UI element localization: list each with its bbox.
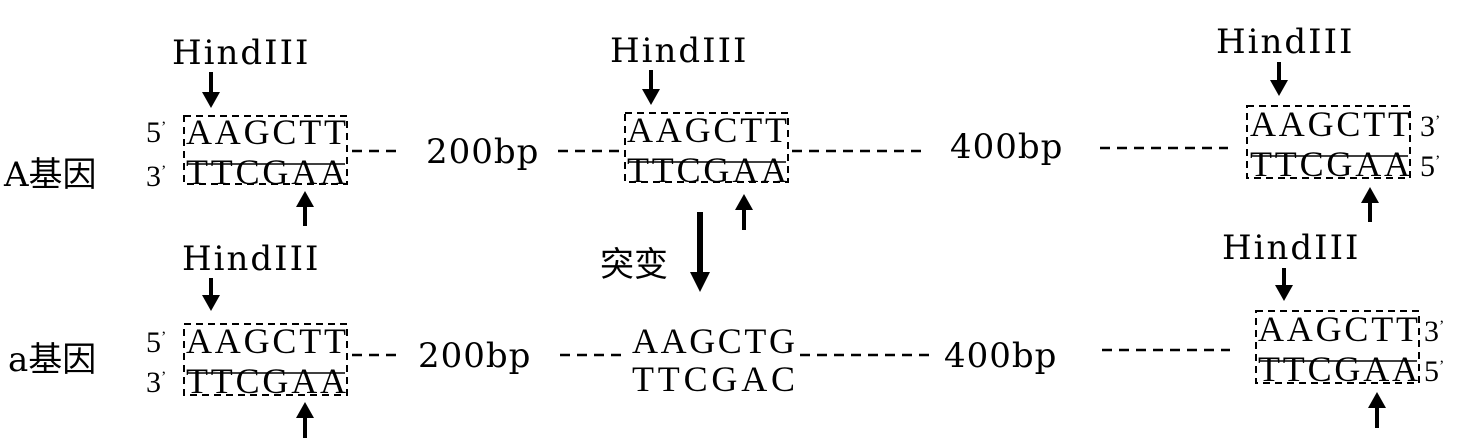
- enzyme-label: HindIII: [1222, 228, 1360, 268]
- mutated-site: AAGCTG TTCGAC: [632, 321, 795, 399]
- spacer-label-200bp: 200bp: [426, 132, 539, 172]
- arrow-down-icon: [1275, 285, 1293, 301]
- spacer-label-200bp: 200bp: [418, 336, 531, 376]
- site-box: [1246, 105, 1411, 179]
- site-top-seq: AAGCTT: [1258, 309, 1418, 349]
- arrow-up-icon: [1368, 392, 1386, 408]
- arrow-up-icon: [1361, 187, 1379, 203]
- hindiii-site-3: HindIII AAGCTT TTCGAA: [1216, 22, 1411, 222]
- hindiii-site-1: HindIII AAGCTT TTCGAA: [182, 239, 348, 438]
- right-top-end: 3’: [1420, 110, 1440, 143]
- right-bottom-end: 5’: [1424, 355, 1444, 388]
- enzyme-label: HindIII: [1216, 22, 1354, 62]
- arrow-down-icon: [202, 92, 220, 108]
- site-top-seq: AAGCTT: [1250, 104, 1410, 144]
- site-top-seq: AAGCTT: [186, 112, 346, 152]
- spacer-label-400bp: 400bp: [944, 336, 1057, 376]
- site-bottom-seq: TTCGAA: [627, 150, 787, 190]
- mutated-bottom-seq: TTCGAC: [632, 359, 795, 399]
- spacer-label-400bp: 400bp: [950, 127, 1063, 167]
- site-box: [1255, 310, 1420, 384]
- left-top-end: 5’: [146, 326, 166, 359]
- enzyme-label: HindIII: [172, 33, 310, 73]
- site-bottom-seq: TTCGAA: [186, 152, 346, 192]
- site-box: [624, 112, 789, 183]
- gene-label-A: A基因: [3, 155, 97, 195]
- arrow-down-icon: [642, 89, 660, 105]
- site-bottom-seq: TTCGAA: [1250, 144, 1410, 184]
- left-bottom-end: 3’: [146, 160, 166, 193]
- arrow-up-icon: [735, 194, 753, 210]
- arrow-down-icon: [202, 295, 220, 311]
- site-box: [183, 115, 348, 185]
- hindiii-site-3: HindIII AAGCTT TTCGAA: [1222, 228, 1420, 428]
- mutated-top-seq: AAGCTG: [632, 321, 795, 361]
- site-bottom-seq: TTCGAA: [186, 361, 346, 401]
- row-a-lower-gene: a基因 5’ 3’ HindIII AAGCTT TTCGAA 200bp AA…: [8, 228, 1444, 438]
- site-box: [183, 323, 348, 396]
- gene-label-a: a基因: [8, 340, 96, 380]
- mutation-arrow-down-icon: [690, 272, 710, 292]
- enzyme-label: HindIII: [182, 239, 320, 279]
- enzyme-label: HindIII: [610, 31, 748, 71]
- row-a-gene: A基因 5’ 3’ HindIII AAGCTT TTCGAA 200bp Hi…: [3, 22, 1440, 230]
- arrow-up-icon: [296, 402, 314, 418]
- hindiii-site-1: HindIII AAGCTT TTCGAA: [172, 33, 348, 226]
- site-top-seq: AAGCTT: [186, 321, 346, 361]
- arrow-down-icon: [1270, 80, 1288, 96]
- hindiii-site-2: HindIII AAGCTT TTCGAA: [610, 31, 789, 230]
- left-top-end: 5’: [146, 116, 166, 149]
- site-top-seq: AAGCTT: [627, 110, 787, 150]
- mutation-indicator: 突变: [600, 212, 710, 292]
- right-top-end: 3’: [1424, 315, 1444, 348]
- arrow-up-icon: [296, 191, 314, 207]
- right-bottom-end: 5’: [1420, 150, 1440, 183]
- left-bottom-end: 3’: [146, 366, 166, 399]
- mutation-label: 突变: [600, 245, 668, 285]
- site-bottom-seq: TTCGAA: [1258, 349, 1418, 389]
